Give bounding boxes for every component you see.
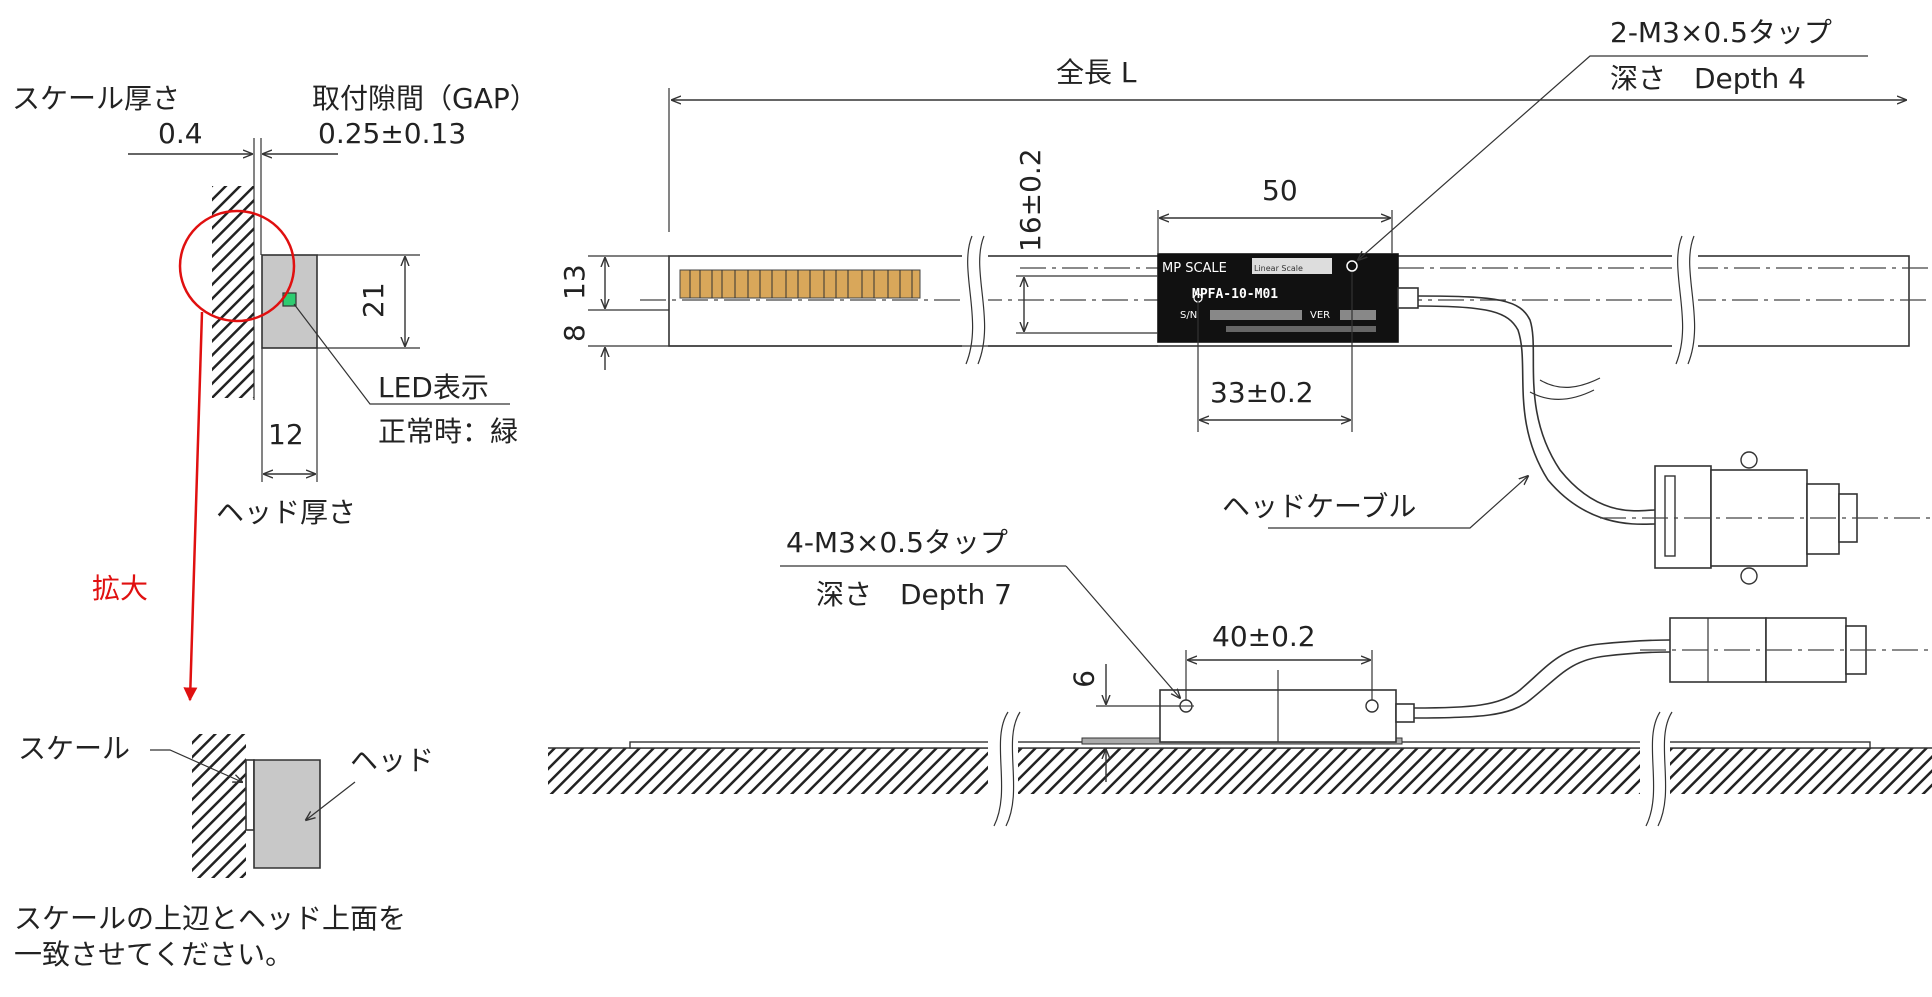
led-normal-label: 正常時：緑 — [378, 415, 518, 448]
side-hole-pitch-value: 40±0.2 — [1212, 620, 1316, 653]
head-ver-field — [1340, 310, 1376, 320]
enlarged-view: スケール ヘッド スケールの上辺とヘッド上面を 一致させてください。 — [14, 732, 434, 971]
led-label: LED表示 — [378, 371, 489, 404]
alignment-note-line1: スケールの上辺とヘッド上面を — [14, 902, 406, 935]
head-brand-text: MP SCALE — [1162, 261, 1227, 276]
hole-pitch-value: 33±0.2 — [1210, 376, 1314, 409]
top-view: 全長 L — [558, 16, 1932, 584]
side-view: 40±0.2 9 4-M3×0.5タップ 深さ Depth 7 — [548, 526, 1932, 826]
connector-screw-bottom-icon — [1741, 568, 1757, 584]
mounting-detail-view: スケール厚さ 0.4 取付隙間（GAP） 0.25±0.13 21 LED表示 … — [12, 82, 538, 700]
enlarged-scale-label: スケール — [18, 732, 130, 765]
scale-pattern-band — [680, 270, 920, 298]
cable-gland — [1398, 288, 1418, 308]
tap-bottom-line2: 深さ Depth 7 — [816, 578, 1012, 611]
head-height-value: 21 — [357, 282, 390, 318]
mount-height-value: 16±0.2 — [1014, 148, 1047, 252]
head-sn-field — [1210, 310, 1302, 320]
enlarged-head-label: ヘッド — [350, 744, 434, 777]
total-length-label: 全長 L — [1056, 56, 1137, 89]
ground-hatch — [548, 748, 1932, 794]
side-cable-upper — [1414, 640, 1670, 708]
scale-thickness-label: スケール厚さ — [12, 82, 180, 115]
offset-value: 8 — [558, 324, 591, 342]
tap-top-line2: 深さ Depth 4 — [1610, 62, 1806, 95]
connector-tail — [1807, 484, 1839, 554]
alignment-note-line2: 一致させてください。 — [14, 938, 293, 971]
enlarge-arrow — [190, 312, 202, 700]
tap-bottom-line1: 4-M3×0.5タップ — [786, 526, 1008, 559]
head-footer-strip — [1226, 326, 1376, 332]
head-sub-text: Linear Scale — [1254, 264, 1303, 273]
enlarged-mount-hatch — [192, 734, 246, 878]
enlarged-head — [254, 760, 320, 868]
head-cable-label: ヘッドケーブル — [1222, 490, 1416, 523]
tap-top-leader — [1358, 56, 1606, 260]
head-ver-text: VER — [1310, 310, 1330, 321]
enlarged-scale — [246, 760, 254, 830]
tap-height-value: 9 — [1067, 670, 1100, 688]
cable-break-2 — [1530, 390, 1594, 399]
head-thickness-label: ヘッド厚さ — [216, 496, 356, 529]
head-model-text: MPFA-10-M01 — [1192, 287, 1278, 302]
tap-top-line1: 2-M3×0.5タップ — [1610, 16, 1832, 49]
gap-label: 取付隙間（GAP） — [312, 82, 538, 115]
head-length-value: 50 — [1262, 174, 1298, 207]
head-width-value: 12 — [268, 418, 304, 451]
scale-thickness-value: 0.4 — [158, 117, 203, 150]
enlarge-label: 拡大 — [92, 572, 148, 605]
connector-body — [1655, 466, 1711, 568]
gap-value: 0.25±0.13 — [318, 117, 466, 150]
mount-surface-hatch — [212, 186, 254, 398]
connector-screw-top-icon — [1741, 452, 1757, 468]
cable-break-1 — [1540, 378, 1600, 387]
side-tap-hole-right-icon — [1366, 700, 1378, 712]
connector-face — [1665, 476, 1675, 556]
scale-width-value: 13 — [558, 264, 591, 300]
head-sn-text: S/N — [1180, 310, 1197, 321]
side-cable-gland — [1396, 704, 1414, 722]
